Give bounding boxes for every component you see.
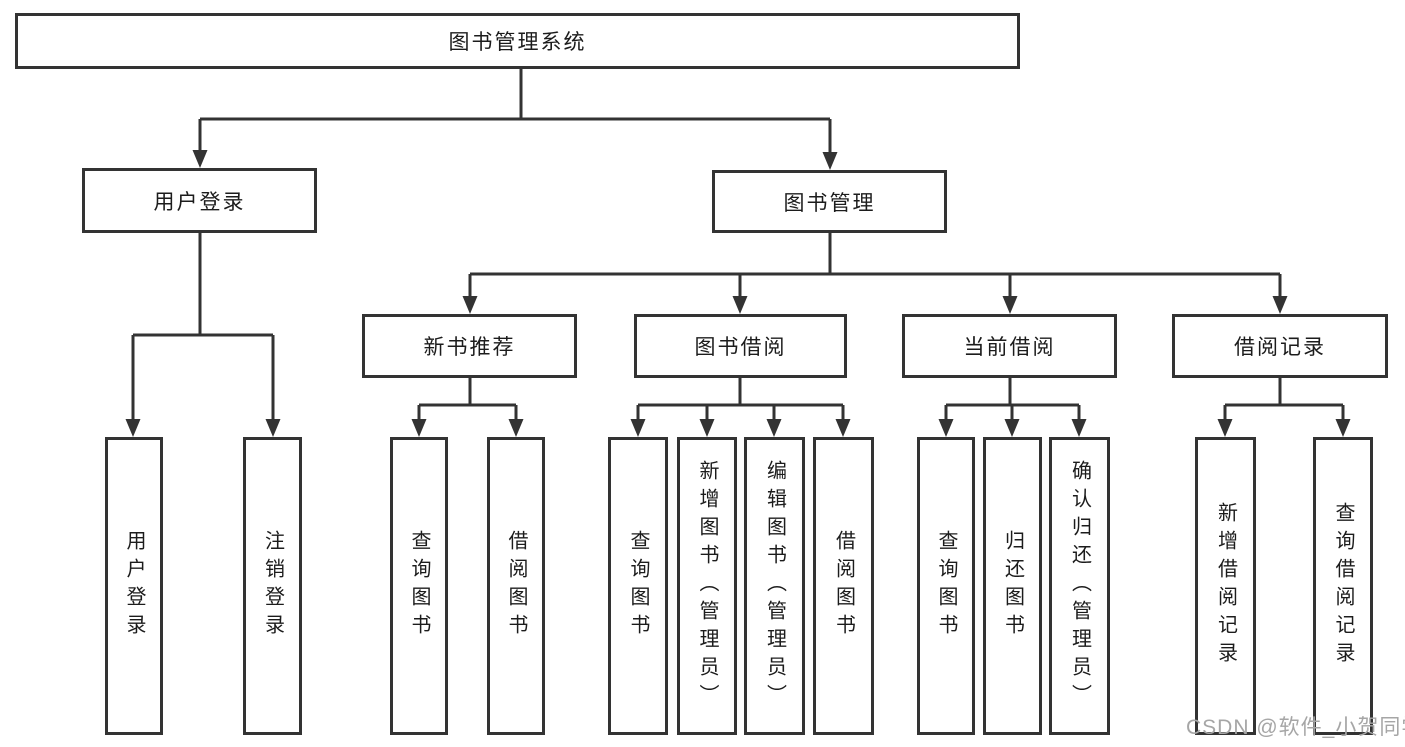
arrowhead (192, 150, 208, 168)
leaf-borrow-add-books-admin: 新增图书（管理员） (677, 437, 737, 735)
arrowhead (766, 419, 782, 437)
leaf-current-confirm-return-admin: 确认归还（管理员） (1049, 437, 1110, 735)
connector-user-login-to-leaves (125, 233, 281, 437)
node-borrowing-records: 借阅记录 (1172, 314, 1388, 378)
arrowhead (732, 296, 748, 314)
node-user-login: 用户登录 (82, 168, 317, 233)
arrowhead (125, 419, 141, 437)
node-label: 新增图书（管理员） (696, 460, 718, 712)
arrowhead (699, 419, 715, 437)
node-book-borrowing: 图书借阅 (634, 314, 847, 378)
node-root: 图书管理系统 (15, 13, 1020, 69)
arrowhead (630, 419, 646, 437)
arrowhead (411, 419, 427, 437)
leaf-user-login: 用户登录 (105, 437, 163, 735)
watermark-text: CSDN @软件_小贺同学 (1186, 716, 1405, 739)
arrowhead (835, 419, 851, 437)
arrowhead (1002, 296, 1018, 314)
node-label: 用户登录 (123, 530, 145, 642)
node-label: 确认归还（管理员） (1068, 460, 1091, 712)
leaf-newbook-borrow-books: 借阅图书 (487, 437, 545, 735)
arrowhead (265, 419, 281, 437)
leaf-current-query-books: 查询图书 (917, 437, 975, 735)
node-label: 注销登录 (261, 530, 284, 642)
connector-current-borrowing-to-leaves (938, 378, 1087, 437)
node-label: 图书管理 (783, 191, 876, 215)
leaf-borrow-borrow-books: 借阅图书 (813, 437, 874, 735)
node-label: 编辑图书（管理员） (763, 460, 786, 712)
node-label: 新书推荐 (423, 336, 516, 359)
node-label: 查询图书 (408, 530, 430, 642)
node-label: 用户登录 (153, 190, 246, 214)
arrowhead (462, 296, 478, 314)
leaf-records-add-record: 新增借阅记录 (1195, 437, 1256, 735)
node-book-management: 图书管理 (712, 170, 947, 233)
node-label: 查询图书 (935, 530, 957, 642)
arrowhead (508, 419, 524, 437)
node-label: 借阅图书 (832, 530, 855, 642)
arrowhead (1071, 419, 1087, 437)
node-label: 图书管理系统 (448, 31, 587, 54)
connector-book-borrowing-to-leaves (630, 378, 851, 437)
node-label: 当前借阅 (963, 336, 1056, 359)
node-label: 查询借阅记录 (1332, 502, 1354, 670)
arrowhead (1004, 419, 1020, 437)
leaf-current-return-books: 归还图书 (983, 437, 1042, 735)
arrowhead (1217, 419, 1233, 437)
arrowhead (1272, 296, 1288, 314)
leaf-borrow-query-books: 查询图书 (608, 437, 668, 735)
node-current-borrowing: 当前借阅 (902, 314, 1117, 378)
node-label: 查询图书 (627, 530, 649, 642)
node-label: 新增借阅记录 (1214, 502, 1237, 670)
arrowhead (938, 419, 954, 437)
node-new-book-recommend: 新书推荐 (362, 314, 577, 378)
arrowhead (1335, 419, 1351, 437)
connector-borrowing-records-to-leaves (1217, 378, 1351, 437)
connector-new-book-to-leaves (411, 378, 524, 437)
connector-book-management-to-level3 (462, 233, 1288, 314)
connector-root-to-level2 (192, 69, 838, 170)
leaf-logout: 注销登录 (243, 437, 302, 735)
node-label: 借阅图书 (505, 530, 527, 642)
node-label: 归还图书 (1001, 530, 1024, 642)
leaf-borrow-edit-books-admin: 编辑图书（管理员） (744, 437, 805, 735)
leaf-newbook-query-books: 查询图书 (390, 437, 448, 735)
arrowhead (822, 152, 838, 170)
leaf-records-query-record: 查询借阅记录 (1313, 437, 1373, 735)
node-label: 借阅记录 (1234, 336, 1326, 359)
node-label: 图书借阅 (694, 336, 787, 359)
